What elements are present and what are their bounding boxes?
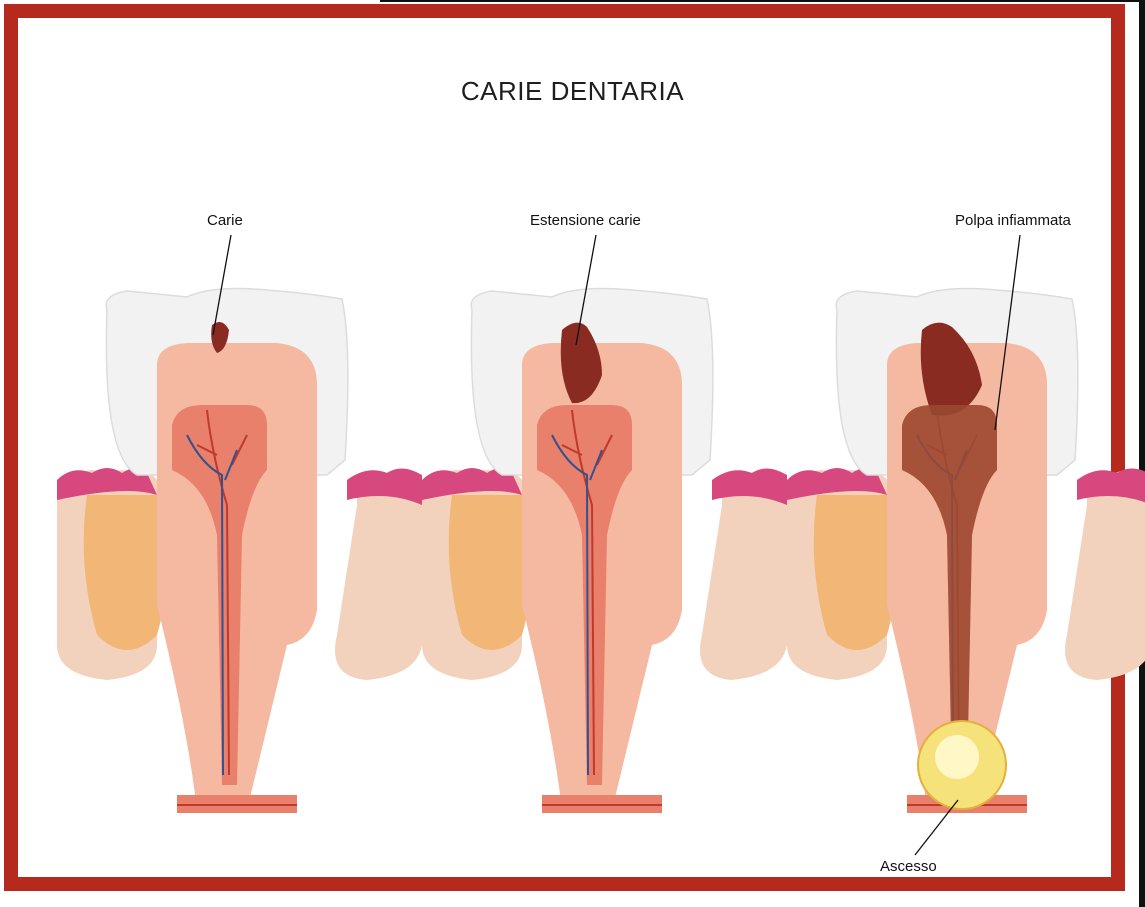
label-abscess: Ascesso: [880, 858, 937, 875]
tooth-stage-3: [787, 289, 1145, 813]
tooth-stage-2: [422, 289, 787, 813]
label-caries-extension: Estensione carie: [530, 212, 641, 229]
label-inflamed-pulp: Polpa infiammata: [955, 212, 1071, 229]
label-caries: Carie: [207, 212, 243, 229]
tooth-stage-1: [57, 289, 422, 813]
